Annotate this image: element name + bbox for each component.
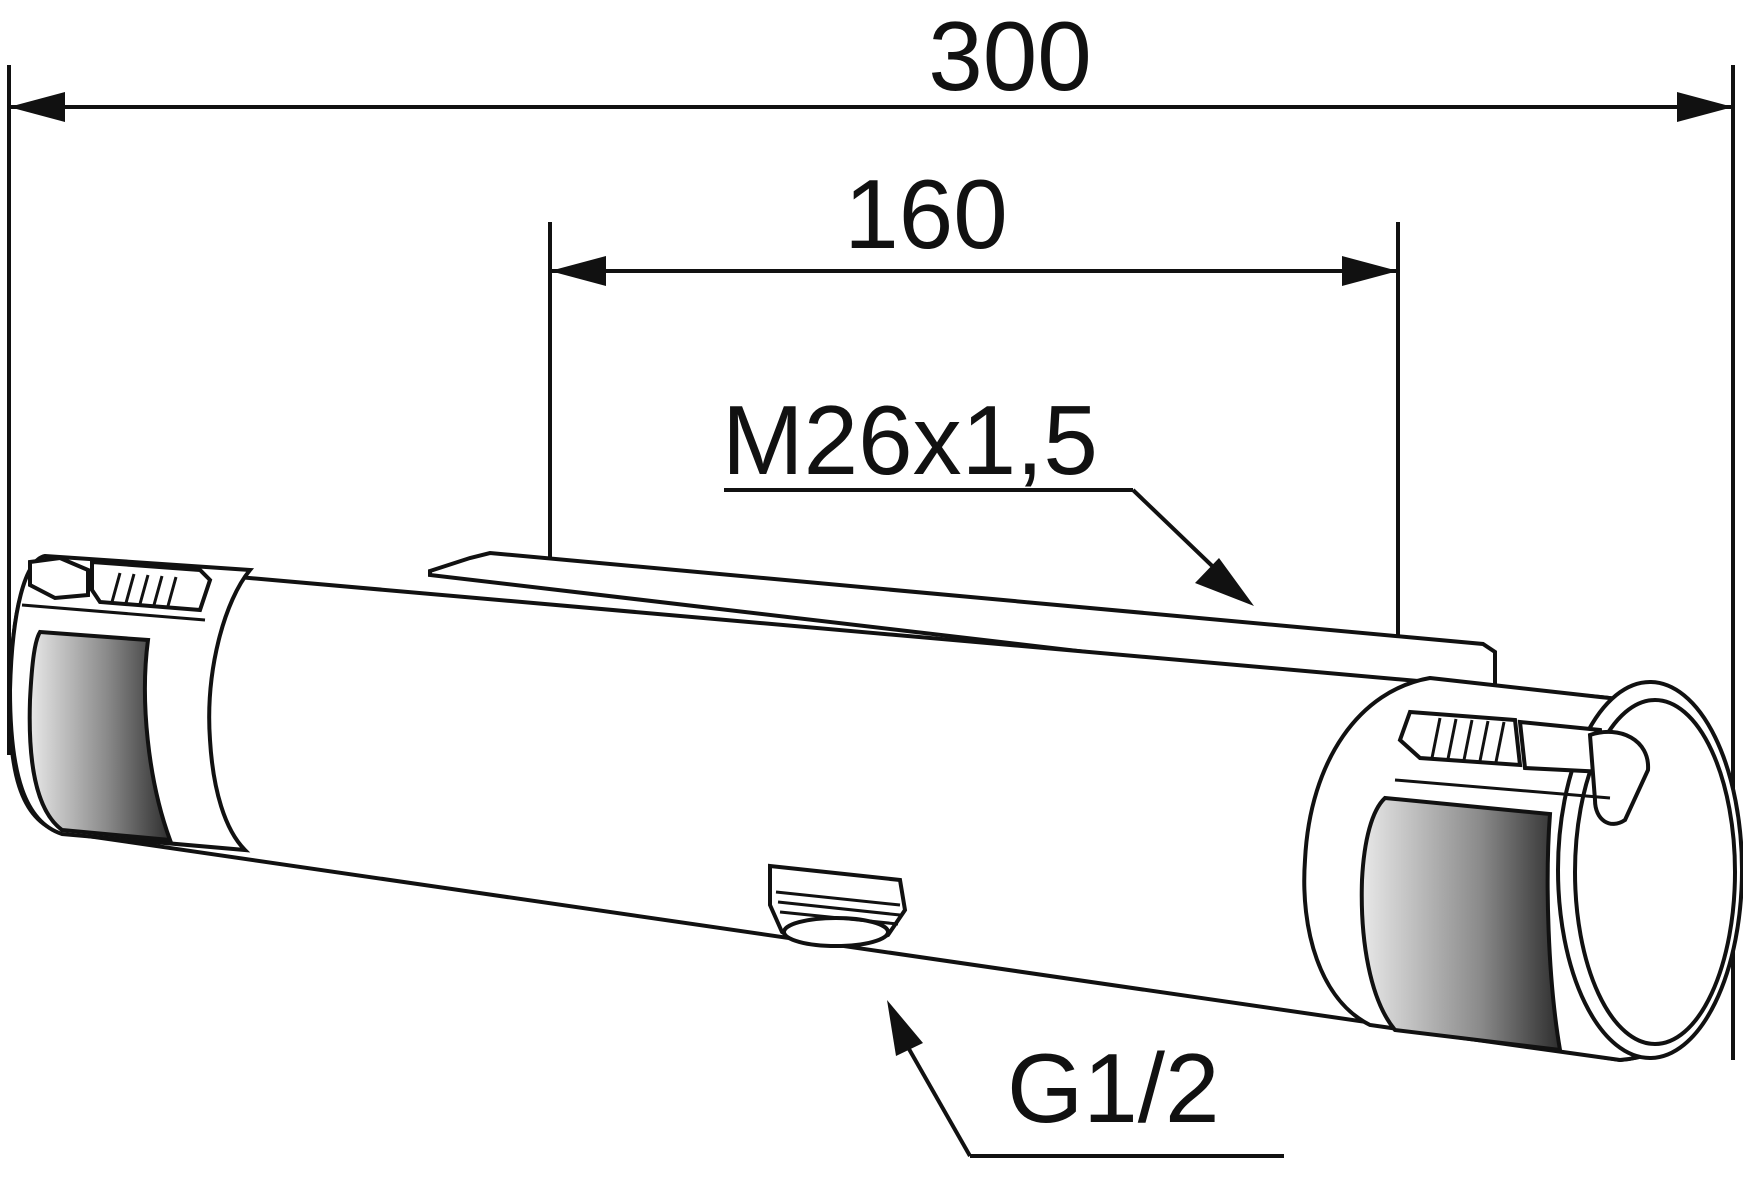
left-temperature-band (27, 629, 173, 843)
arrowhead-right (1677, 92, 1733, 122)
callout-inlet-thread: G1/2 (887, 1000, 1284, 1158)
dimension-inlet-spacing: 160 (548, 159, 1400, 645)
left-grip-detail (21, 555, 213, 622)
arrowhead-inlet-left (550, 256, 606, 286)
dimension-overall-length: 300 (7, 1, 1735, 1060)
callout-label-g12: G1/2 (1007, 1033, 1219, 1143)
right-grip-detail (1394, 709, 1651, 826)
callout-label-m26: M26x1,5 (722, 385, 1098, 495)
leader-arrowhead-g12 (887, 1000, 923, 1056)
callout-outlet-thread: M26x1,5 (722, 385, 1254, 606)
dimension-label-160: 160 (844, 159, 1008, 269)
arrowhead-left (9, 92, 65, 122)
arrowhead-inlet-right (1342, 256, 1398, 286)
dimension-label-300: 300 (928, 1, 1092, 111)
inlet-thread-nipple (768, 863, 908, 948)
leader-arrowhead-m26 (1195, 558, 1254, 606)
leader-line-g12 (903, 1041, 972, 1157)
thermostat-mixer-body (7, 550, 1743, 1063)
right-temperature-band (1359, 795, 1563, 1053)
right-end-face-inner (1573, 698, 1737, 1046)
